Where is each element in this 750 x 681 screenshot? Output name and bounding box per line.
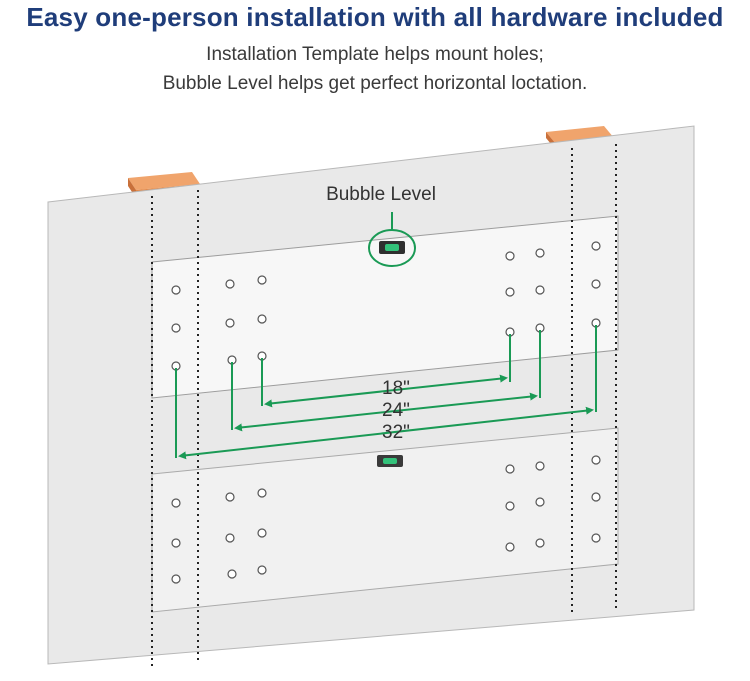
template-holes-bottom xyxy=(171,455,601,584)
bubble-level-label: Bubble Level xyxy=(326,184,436,205)
bubble-level-icon xyxy=(368,212,416,267)
page-title: Easy one-person installation with all ha… xyxy=(26,2,724,32)
dimension-label-18: 18" xyxy=(382,378,410,399)
dimension-lines xyxy=(175,325,597,460)
subtitle-line-1: Installation Template helps mount holes; xyxy=(206,44,544,65)
subtitle-line-2: Bubble Level helps get perfect horizonta… xyxy=(162,73,588,94)
dimension-label-32: 32" xyxy=(382,422,410,443)
dimension-label-24: 24" xyxy=(382,400,410,421)
bubble-level-lower-icon xyxy=(377,455,403,467)
template-holes-top xyxy=(171,241,601,371)
